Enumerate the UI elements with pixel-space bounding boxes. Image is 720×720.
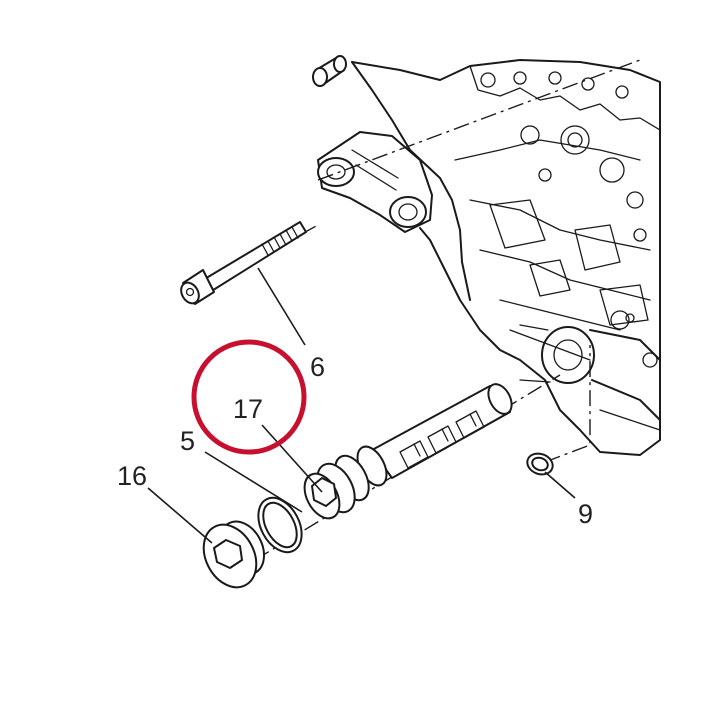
part-5-o-ring xyxy=(257,496,303,554)
part-17-oil-filter-screen xyxy=(303,383,513,520)
callout-9: 9 xyxy=(578,499,593,529)
dowel-pin xyxy=(312,55,347,87)
assembly-axis-lines xyxy=(199,59,641,561)
callout-17: 17 xyxy=(233,394,263,424)
part-6-bolt xyxy=(180,221,307,305)
callout-16: 16 xyxy=(117,461,147,491)
highlight-circle xyxy=(191,339,307,455)
callout-6: 6 xyxy=(310,352,325,382)
engine-mount-bracket xyxy=(317,131,433,233)
part-9-seal-ring xyxy=(526,452,554,476)
leader-lines xyxy=(147,267,576,544)
callout-5: 5 xyxy=(180,426,195,456)
part-16-drain-plug xyxy=(202,520,266,589)
engine-crankcase xyxy=(351,59,661,456)
